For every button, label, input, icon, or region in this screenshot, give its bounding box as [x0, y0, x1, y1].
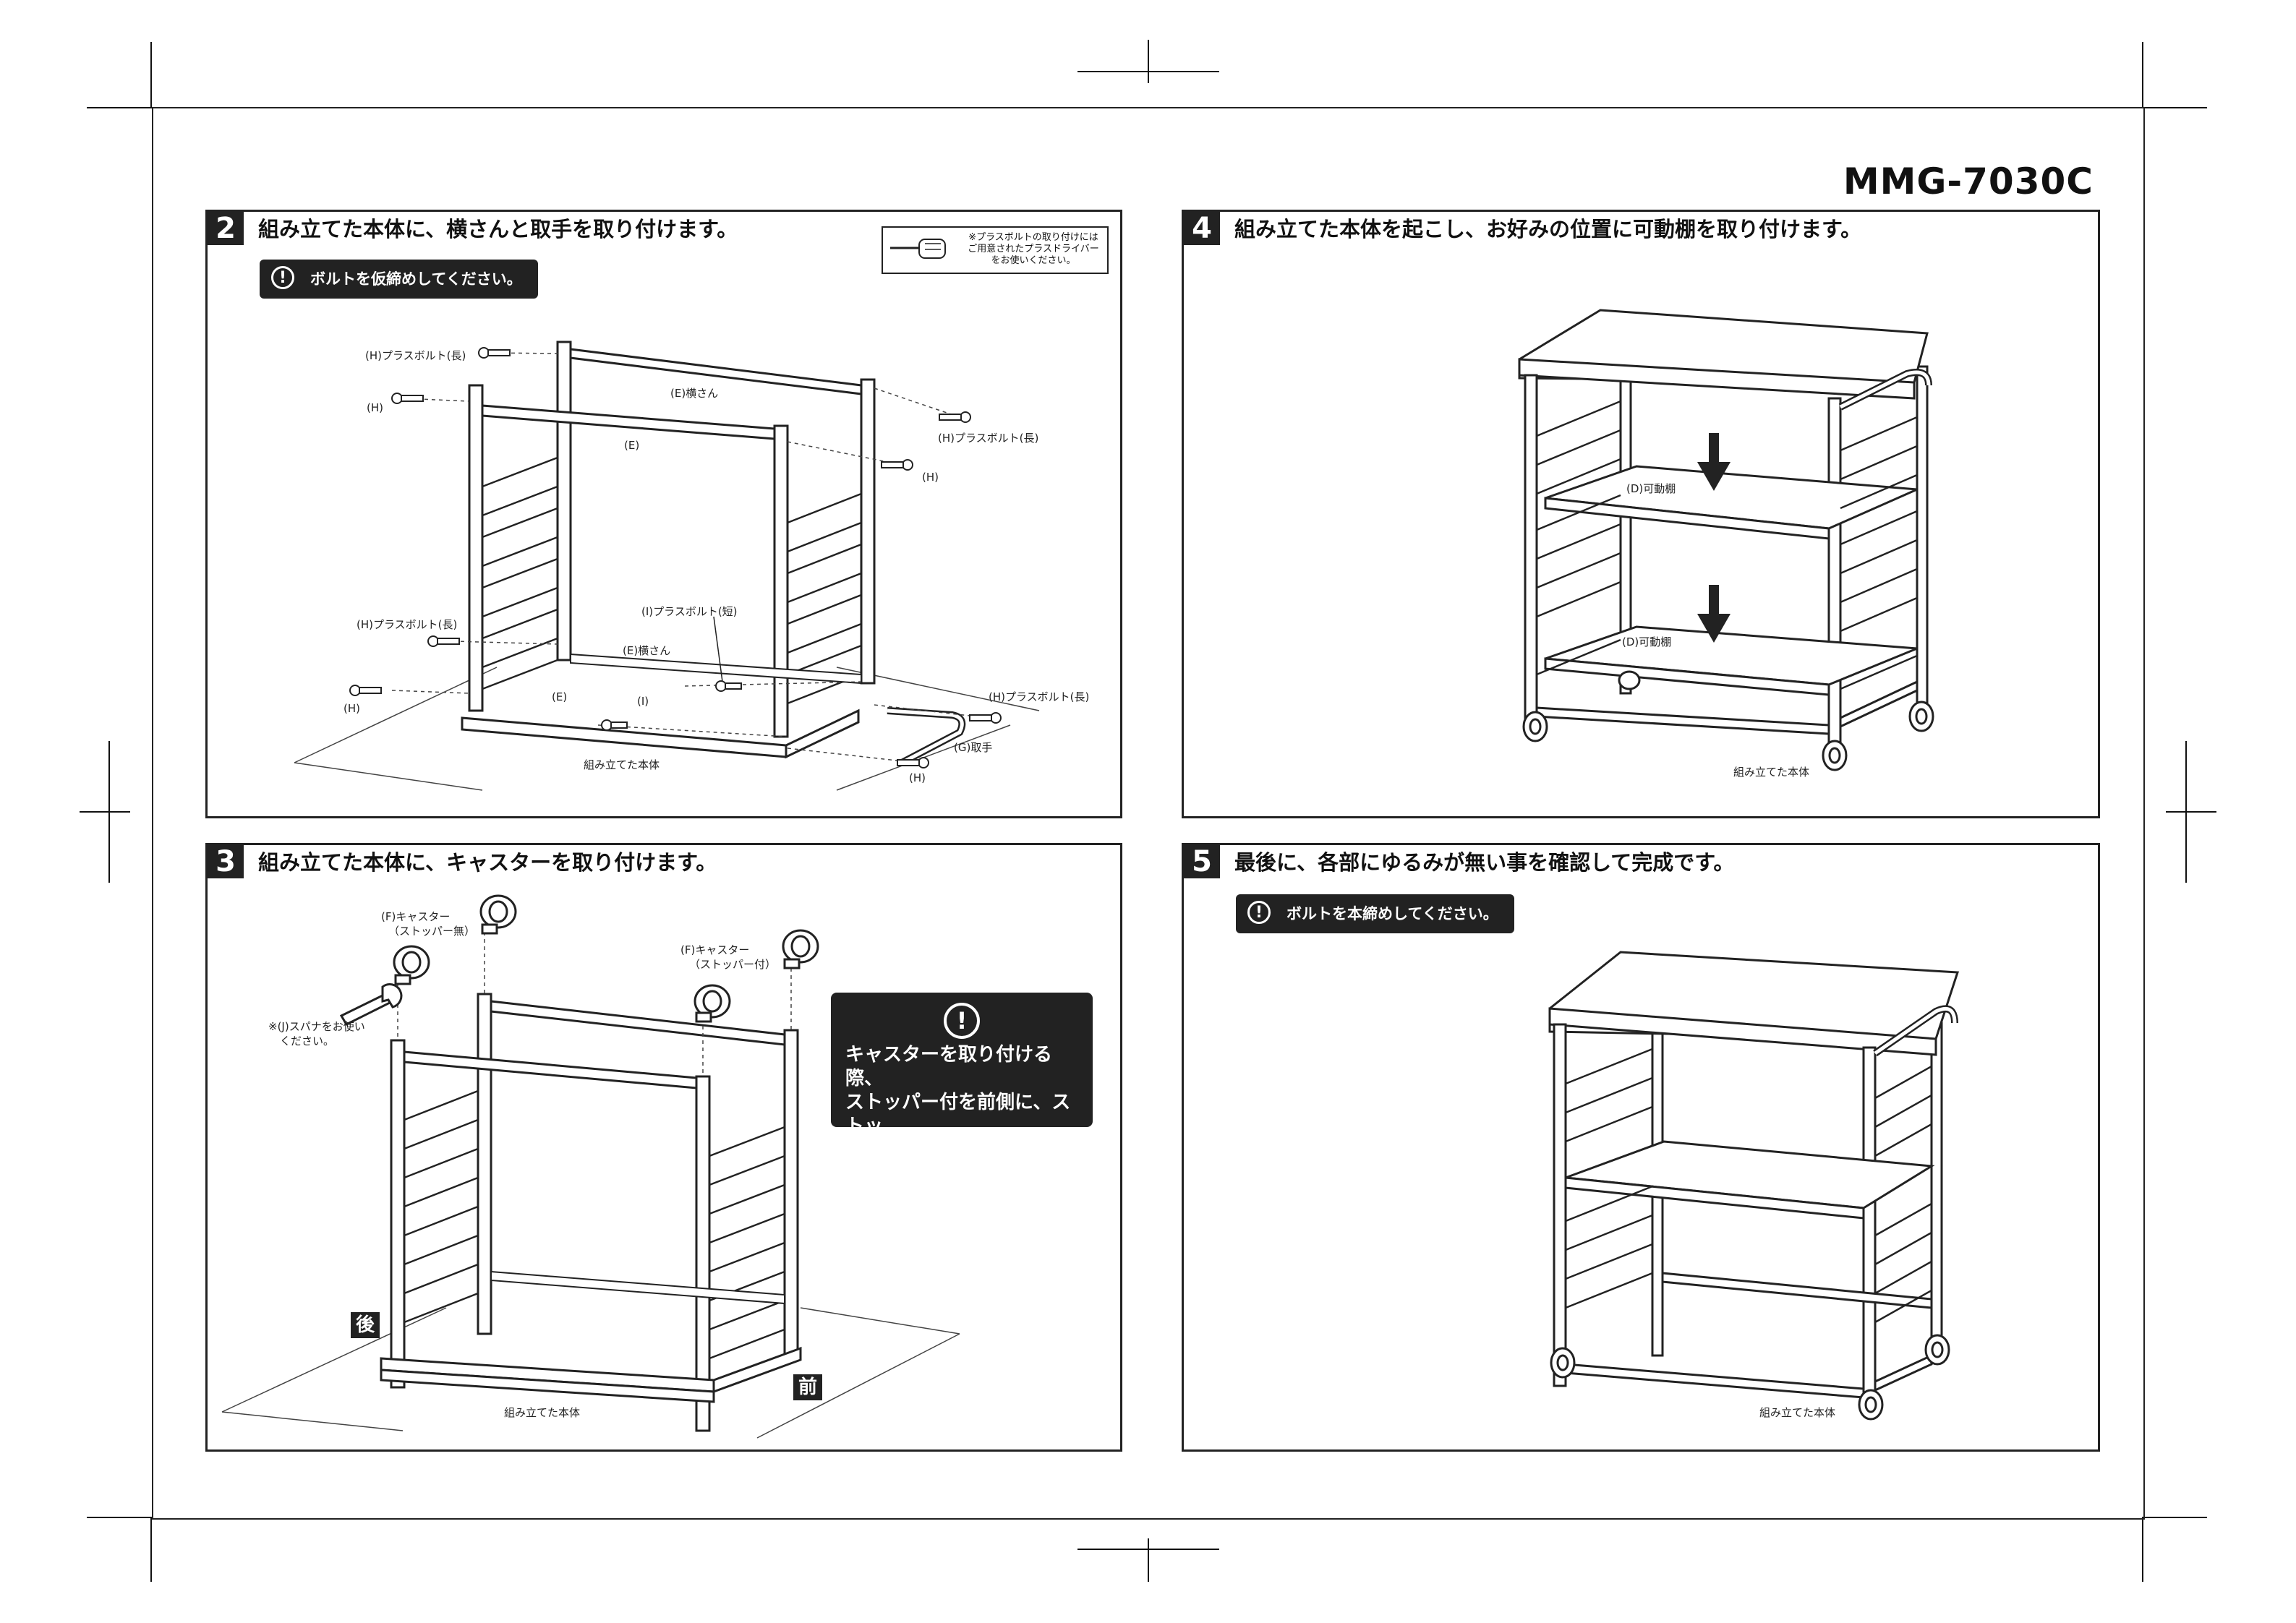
caster-icon [694, 984, 731, 1023]
caster-warning: ! キャスターを取り付ける際、 ストッパー付を前側に、ストッ パー無を後側にして… [831, 993, 1093, 1185]
label: (H) [367, 401, 383, 414]
crop-mark [1077, 1549, 1219, 1550]
caster-icon [479, 894, 517, 935]
label: (E)横さん [623, 644, 670, 657]
step-title: 最後に、各部にゆるみが無い事を確認して完成です。 [1234, 850, 1735, 875]
crop-mark [2142, 42, 2143, 107]
caster-icon [782, 929, 819, 969]
caster-icon [1522, 670, 1934, 771]
crop-mark [2142, 1517, 2207, 1518]
label: (E) [624, 439, 639, 452]
crop-mark [150, 1517, 152, 1582]
step-title: 組み立てた本体を起こし、お好みの位置に可動棚を取り付けます。 [1234, 217, 1862, 241]
warning-line: パー無を後側にしてください。 [845, 1139, 1070, 1185]
label: (I)プラスボルト(短) [641, 605, 738, 618]
step-title: 組み立てた本体に、キャスターを取り付けます。 [258, 850, 717, 875]
label: 組み立てた本体 [504, 1406, 580, 1419]
crop-mark [1077, 71, 1219, 72]
step-2-diagram: (H)プラスボルト(長) (H) (E)横さん (E) (H)プラスボルト(長)… [294, 341, 1089, 791]
label: 組み立てた本体 [1759, 1406, 1835, 1419]
crop-mark [87, 1517, 152, 1518]
front-tag: 前 [793, 1374, 822, 1400]
exclamation-icon: ! [944, 1003, 980, 1039]
label: (F)キャスター [381, 910, 450, 923]
step-number: 5 [1184, 845, 1220, 878]
step-number: 3 [208, 845, 244, 878]
step-4-diagram: (D)可動棚 (D)可動棚 組み立てた本体 [1518, 309, 1934, 779]
step-5-panel: 5 最後に、各部にゆるみが無い事を確認して完成です。 ! ボルトを本締めしてくだ… [1182, 843, 2100, 1452]
screwdriver-note: ※プラスボルトの取り付けには ご用意されたプラスドライバー をお使いください。 [882, 226, 1109, 274]
screwdriver-icon [890, 239, 946, 259]
warning-line: キャスターを取り付ける際、 [845, 1044, 1053, 1089]
label: (H) [922, 471, 939, 484]
warning-text: ボルトを仮締めしてください。 [310, 270, 522, 288]
label: (I) [637, 695, 649, 708]
warning-badge: ! ボルトを仮締めしてください。 [260, 260, 538, 299]
exclamation-icon: ! [1247, 901, 1271, 924]
crop-mark [1148, 1538, 1149, 1582]
caster-icon [393, 945, 430, 985]
step-3-panel: 3 組み立てた本体に、キャスターを取り付けます。 ! キャスターを取り付ける際、… [205, 843, 1122, 1452]
label: (H) [909, 771, 926, 784]
step-4-panel: 4 組み立てた本体を起こし、お好みの位置に可動棚を取り付けます。 [1182, 210, 2100, 818]
crop-mark [2142, 107, 2207, 108]
label: 組み立てた本体 [584, 758, 660, 771]
label: (D)可動棚 [1622, 635, 1671, 648]
label: (E) [552, 690, 567, 703]
label: （ストッパー付） [689, 958, 776, 971]
model-number: MMG-7030C [1843, 160, 2094, 202]
step-2-panel: 2 組み立てた本体に、横さんと取手を取り付けます。 ! ボルトを仮締めしてくださ… [205, 210, 1122, 818]
crop-mark [80, 811, 130, 813]
crop-mark [150, 42, 152, 107]
step-5-diagram: 組み立てた本体 [1548, 951, 1960, 1421]
label: (H)プラスボルト(長) [365, 349, 466, 362]
warning-badge: ! ボルトを本締めしてください。 [1236, 894, 1514, 933]
label: (H) [343, 702, 360, 715]
crop-mark [2166, 811, 2216, 813]
warning-text: ボルトを本締めしてください。 [1286, 905, 1498, 922]
label: (H)プラスボルト(長) [938, 432, 1038, 445]
step-3-diagram: (F)キャスター （ストッパー無） (F)キャスター （ストッパー付） ※(J)… [221, 894, 960, 1439]
exclamation-icon: ! [271, 266, 294, 289]
label: (F)キャスター [680, 943, 749, 956]
crop-mark [87, 107, 152, 108]
label: ください。 [280, 1035, 334, 1048]
spanner-icon [339, 983, 403, 1026]
label: (H)プラスボルト(長) [357, 618, 457, 631]
label: (G)取手 [954, 741, 992, 754]
down-arrow-icon [1697, 433, 1730, 643]
label: （ストッパー無） [388, 925, 475, 938]
label: 組み立てた本体 [1733, 766, 1809, 779]
step-number: 2 [208, 212, 244, 245]
note-line: ※プラスボルトの取り付けには [968, 232, 1098, 243]
crop-mark [1148, 40, 1149, 83]
label: (H)プラスボルト(長) [989, 690, 1089, 703]
caster-icon [1550, 1334, 1950, 1421]
step-title: 組み立てた本体に、横さんと取手を取り付けます。 [258, 217, 738, 241]
step-number: 4 [1184, 212, 1220, 245]
label: (E)横さん [670, 387, 718, 400]
label: (D)可動棚 [1626, 482, 1676, 495]
warning-line: ストッパー付を前側に、ストッ [845, 1092, 1071, 1137]
note-line: をお使いください。 [991, 255, 1076, 266]
page-frame [152, 107, 2145, 1520]
label: ※(J)スパナをお使い [268, 1020, 365, 1033]
back-tag: 後 [351, 1312, 380, 1338]
crop-mark [2142, 1517, 2143, 1582]
note-line: ご用意されたプラスドライバー [968, 244, 1099, 254]
